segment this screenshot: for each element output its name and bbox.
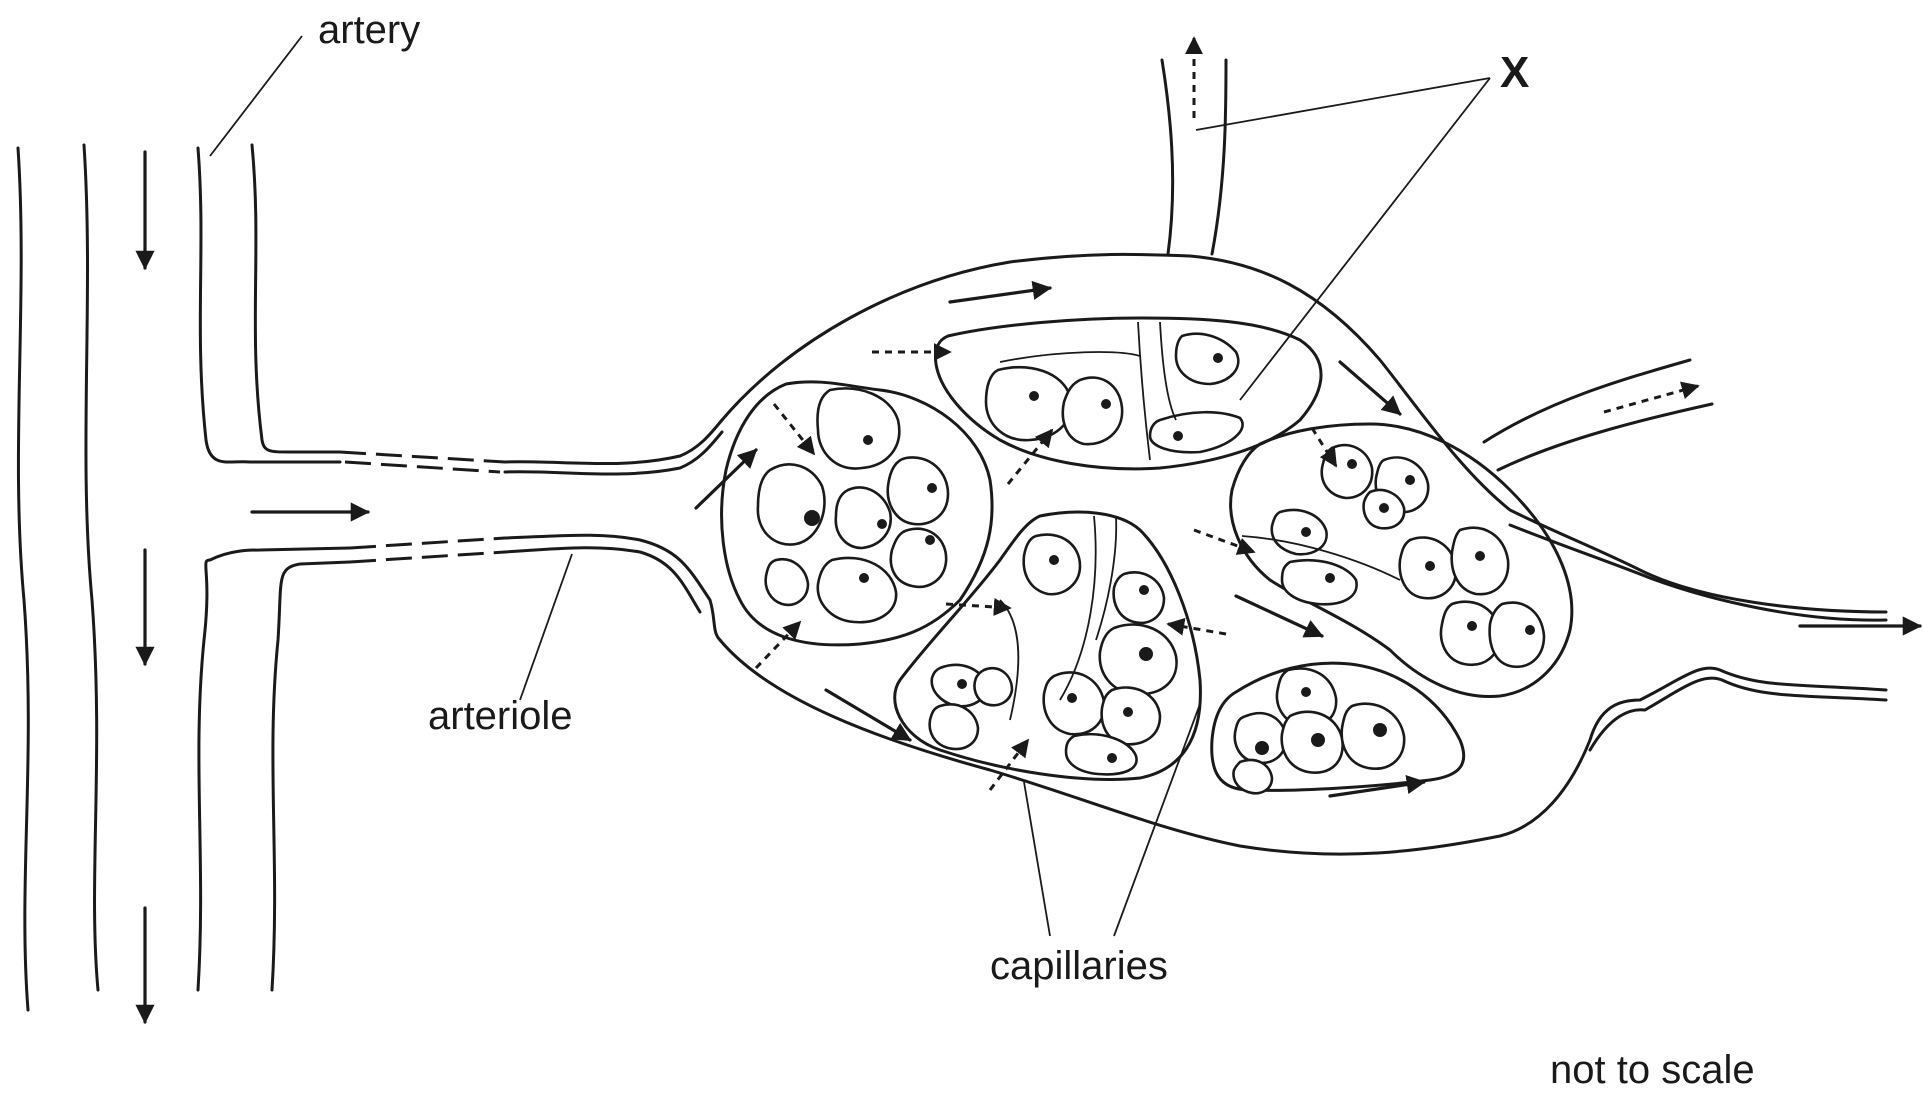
diffusion-arrow xyxy=(772,403,816,456)
flow-arrow xyxy=(1234,594,1324,638)
x-leader-2 xyxy=(1239,77,1491,401)
cell-cluster xyxy=(893,510,1202,781)
x-leader-1 xyxy=(1195,77,1491,131)
flow-arrow xyxy=(824,688,912,742)
arteriole-label: arteriole xyxy=(428,694,573,738)
artery-vessel xyxy=(16,143,352,1012)
flow-arrow xyxy=(948,280,1052,304)
cell-cluster xyxy=(720,380,994,647)
cell-cluster xyxy=(1229,422,1574,699)
flow-arrow xyxy=(1328,775,1426,798)
artery-leader xyxy=(209,35,303,157)
arteriole-vessel xyxy=(250,418,724,642)
flow-arrow xyxy=(1338,360,1402,416)
cell-cluster xyxy=(934,316,1323,471)
acinus-flow-arrows xyxy=(694,280,1426,798)
diffusion-arrow xyxy=(1166,617,1227,636)
capillaries-leader-1 xyxy=(1023,781,1051,937)
scale-note: not to scale xyxy=(1550,1048,1755,1092)
arteriole-leader xyxy=(519,553,573,701)
diffusion-arrows xyxy=(754,343,1338,791)
diffusion-arrow xyxy=(754,620,802,670)
x-label: X xyxy=(1500,48,1530,97)
duct-top xyxy=(1160,36,1228,256)
diffusion-arrow xyxy=(1193,528,1256,555)
leader-lines xyxy=(209,35,1491,937)
capillaries-leader-2 xyxy=(1113,703,1201,937)
capillaries-label: capillaries xyxy=(990,944,1168,988)
diffusion-arrow xyxy=(945,598,1012,616)
acinus-outline xyxy=(718,252,1888,856)
diffusion-arrow xyxy=(988,738,1030,791)
cell-cluster xyxy=(1210,661,1466,795)
flow-arrow xyxy=(694,448,758,510)
duct-right xyxy=(1482,358,1714,472)
diffusion-arrow xyxy=(1006,428,1054,485)
artery-label: artery xyxy=(318,8,421,52)
